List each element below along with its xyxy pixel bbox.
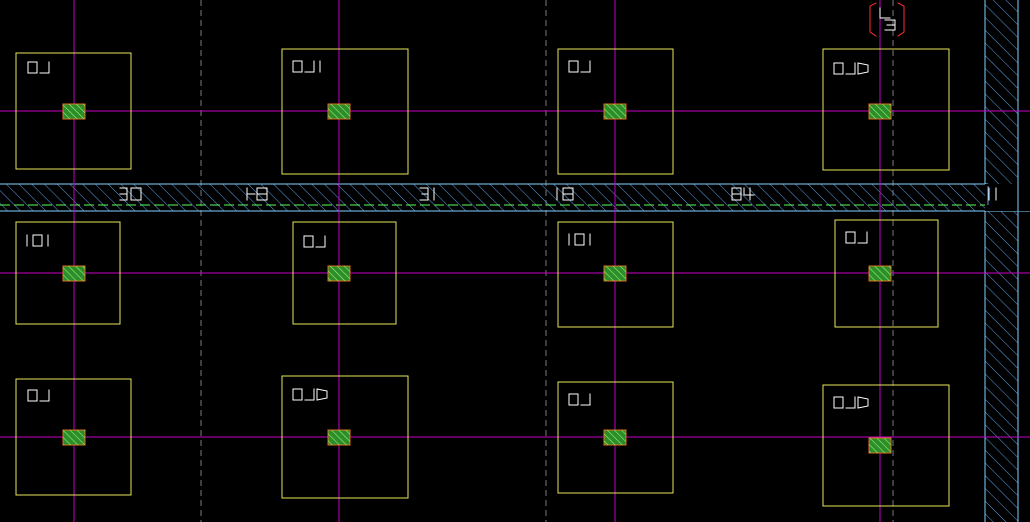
footing-label-r1-c1 <box>27 61 50 74</box>
dashed-axis-lines <box>200 0 894 522</box>
ground-beam <box>0 183 1030 212</box>
column-r2-c2[interactable] <box>327 265 351 282</box>
column-r1-c2[interactable] <box>327 103 351 120</box>
retaining-wall <box>984 0 1030 522</box>
footing-r2-c2[interactable] <box>292 221 397 325</box>
footing-label-r3-c2 <box>292 388 328 401</box>
footing-r2-c1[interactable] <box>15 221 121 325</box>
column-r2-c4[interactable] <box>868 265 892 282</box>
column-r1-c3[interactable] <box>603 103 627 120</box>
footing-r3-c3[interactable] <box>557 381 674 494</box>
footing-label-r2-c4 <box>845 231 868 244</box>
beam-tag-1 <box>119 187 142 201</box>
footing-r1-c2[interactable] <box>281 48 409 175</box>
section-marker[interactable] <box>869 2 905 37</box>
footing-r1-c3[interactable] <box>557 48 674 175</box>
footing-label-r2-c2 <box>303 235 326 248</box>
footings <box>15 48 950 507</box>
beam-tag-4 <box>556 187 574 201</box>
column-r1-c4[interactable] <box>868 103 892 120</box>
columns <box>62 103 892 454</box>
column-r2-c1[interactable] <box>62 265 86 282</box>
footing-label-r3-c3 <box>568 393 591 406</box>
section-marker-bracket-right <box>897 2 905 37</box>
footing-r1-c4[interactable] <box>822 48 950 171</box>
column-r3-c4[interactable] <box>868 437 892 454</box>
footing-r3-c1[interactable] <box>15 378 132 496</box>
beam-tag-3 <box>419 187 435 201</box>
beam-tag-6 <box>988 187 997 201</box>
retaining-wall-hatch <box>985 0 1018 522</box>
wall-beam-joint <box>985 184 1030 211</box>
footing-label-r2-c3 <box>568 233 591 246</box>
column-r3-c1[interactable] <box>62 429 86 446</box>
footing-label-r2-c1 <box>26 234 49 247</box>
footing-r2-c4[interactable] <box>834 219 939 328</box>
footing-r3-c2[interactable] <box>281 375 409 499</box>
footing-label-r1-c4 <box>833 62 869 75</box>
section-marker-text <box>879 7 896 31</box>
footing-labels <box>26 60 869 409</box>
column-r2-c3[interactable] <box>603 265 627 282</box>
footing-r2-c3[interactable] <box>557 221 674 328</box>
column-r3-c3[interactable] <box>603 429 627 446</box>
footing-label-r3-c4 <box>833 396 869 409</box>
footing-label-r3-c1 <box>27 389 50 402</box>
footing-label-r1-c2 <box>292 60 321 73</box>
beam-tags <box>119 187 997 201</box>
beam-tag-5 <box>731 187 755 201</box>
ground-beam-hatch <box>0 184 988 211</box>
beam-tag-2 <box>246 187 268 201</box>
section-marker-bracket <box>869 2 877 37</box>
column-r3-c2[interactable] <box>327 429 351 446</box>
column-r1-c1[interactable] <box>62 103 86 120</box>
footing-label-r1-c3 <box>568 60 591 73</box>
footing-r1-c1[interactable] <box>15 52 132 170</box>
footing-r3-c4[interactable] <box>822 384 950 507</box>
